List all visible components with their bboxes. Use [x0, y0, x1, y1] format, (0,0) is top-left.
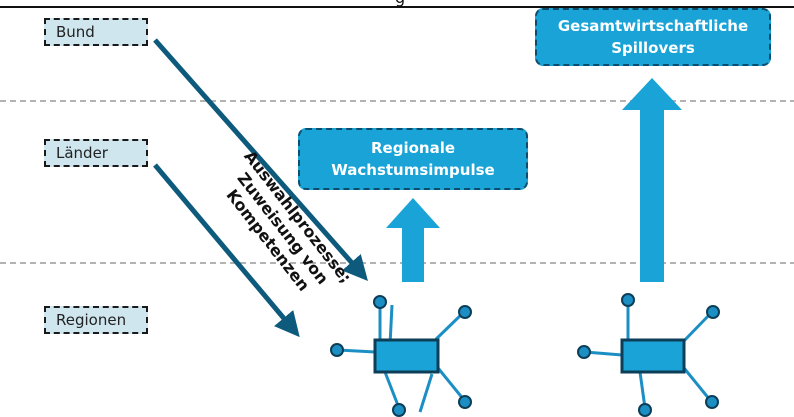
level-box-laender: Länder [44, 139, 148, 167]
level-label-regionen: Regionen [56, 311, 127, 329]
network-node [621, 293, 635, 307]
region-node-left [373, 338, 440, 374]
level-label-bund: Bund [56, 23, 95, 41]
network-node [577, 345, 591, 359]
regional-impulse-box: Regionale Wachstumsimpulse [298, 128, 528, 190]
level-box-regionen: Regionen [44, 306, 148, 334]
spillover-line2: Spillovers [611, 39, 695, 57]
network-node [330, 343, 344, 357]
regional-impulse-line2: Wachstumsimpulse [331, 161, 495, 179]
region-network-left [330, 295, 472, 417]
network-node [458, 305, 472, 319]
spillover-box: Gesamtwirtschaftliche Spillovers [535, 8, 771, 66]
level-box-bund: Bund [44, 18, 148, 46]
regional-impulse-line1: Regionale [370, 139, 456, 157]
bund-to-region-arrow [153, 38, 368, 281]
title-fragment: g [395, 0, 405, 7]
laender-to-region-arrow [153, 163, 300, 338]
network-node [458, 395, 472, 409]
network-node [706, 305, 720, 319]
region-node-right [620, 338, 686, 374]
regional-growth-arrow [386, 198, 440, 282]
network-node [638, 403, 652, 417]
spillover-arrow [622, 78, 682, 282]
top-rule [0, 6, 794, 8]
network-node [705, 395, 719, 409]
level-label-laender: Länder [56, 144, 108, 162]
region-network-right [577, 293, 720, 417]
network-node [392, 403, 406, 417]
network-node [373, 295, 387, 309]
spillover-line1: Gesamtwirtschaftliche [557, 17, 749, 35]
